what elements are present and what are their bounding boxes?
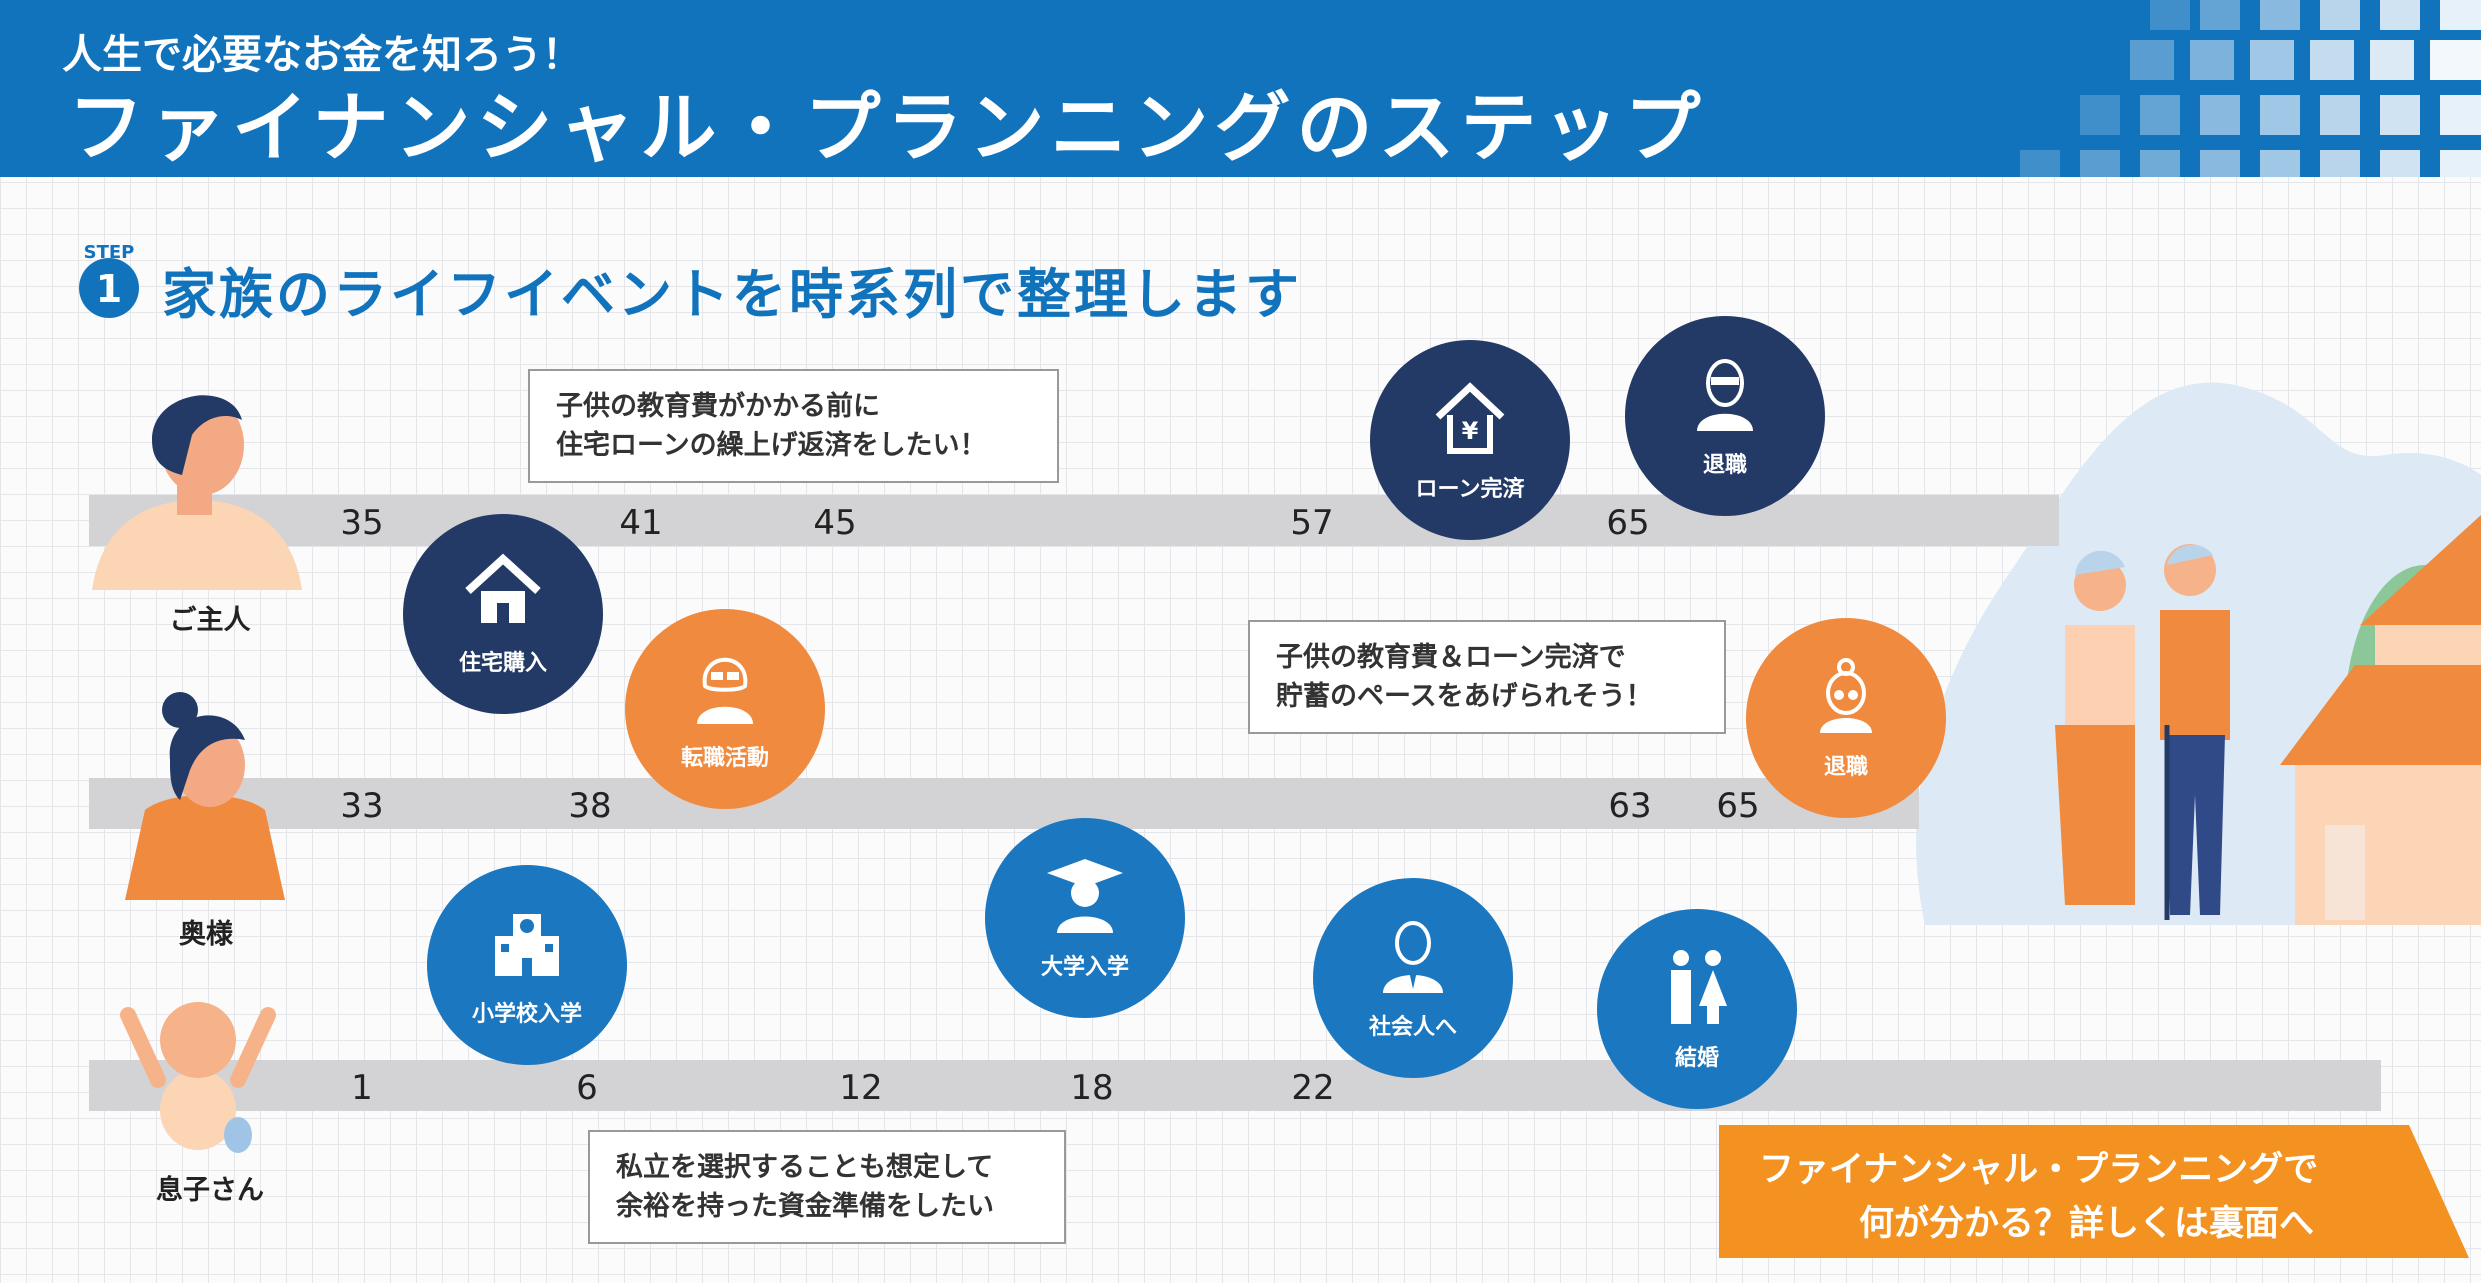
old-woman-icon <box>1820 658 1872 733</box>
age-label: 22 <box>1291 1068 1335 1108</box>
age-label: 57 <box>1290 503 1334 543</box>
event-job-change: 転職活動 <box>625 609 825 809</box>
age-label: 38 <box>568 786 612 826</box>
note-line: 子供の教育費がかかる前に <box>556 391 880 422</box>
note-savings-pace: 子供の教育費＆ローン完済で 貯蓄のペースをあげられそう！ <box>1248 620 1726 735</box>
school-icon <box>495 914 559 976</box>
event-label: 退職 <box>1702 453 1747 478</box>
age-label: 65 <box>1606 503 1650 543</box>
age-label: 1 <box>351 1068 373 1108</box>
husband-avatar <box>92 395 302 590</box>
step-badge-number: 1 <box>96 267 122 311</box>
note-line: 余裕を持った資金準備をしたい <box>616 1191 994 1223</box>
woman-glasses-icon <box>697 657 753 724</box>
son-avatar <box>120 1002 276 1153</box>
see-back-page-banner: ファイナンシャル・プランニングで 何が分かる？詳しくは裏面へ <box>1719 1125 2469 1258</box>
page-title: ファイナンシャル・プランニングのステップ <box>68 83 1707 172</box>
event-label: 結婚 <box>1674 1046 1719 1071</box>
age-label: 63 <box>1608 786 1652 826</box>
banner-line-1: ファイナンシャル・プランニングで <box>1759 1150 2319 1190</box>
age-label: 33 <box>340 786 384 826</box>
banner-line-2: 何が分かる？詳しくは裏面へ <box>1859 1204 2315 1245</box>
step-badge: STEP 1 <box>74 238 144 322</box>
wife-timeline-bar <box>89 778 1919 829</box>
age-label: 35 <box>340 503 384 543</box>
event-elementary-school: 小学校入学 <box>427 865 627 1065</box>
note-line: 住宅ローンの繰上げ返済をしたい！ <box>556 430 987 462</box>
event-loan-paid-off: ¥ ローン完済 <box>1370 340 1570 540</box>
old-man-icon <box>1697 359 1753 431</box>
event-house-purchase: 住宅購入 <box>403 514 603 714</box>
businessman-icon <box>1383 921 1443 993</box>
son-timeline-bar <box>89 1060 2381 1111</box>
graduate-icon <box>1047 859 1123 933</box>
step-title: 家族のライフイベントを時系列で整理します <box>162 263 1302 326</box>
house-icon <box>465 553 541 623</box>
note-loan-prepayment: 子供の教育費がかかる前に 住宅ローンの繰上げ返済をしたい！ <box>528 369 1059 484</box>
event-husband-retirement: 退職 <box>1625 316 1825 516</box>
age-label: 18 <box>1070 1068 1114 1108</box>
person-label-wife: 奥様 <box>179 919 233 950</box>
age-label: 6 <box>576 1068 598 1108</box>
person-label-husband: ご主人 <box>169 605 251 636</box>
event-label: 住宅購入 <box>458 651 547 676</box>
svg-text:¥: ¥ <box>1462 417 1479 445</box>
person-label-son: 息子さん <box>156 1175 264 1206</box>
age-label: 45 <box>813 503 857 543</box>
event-marriage: 結婚 <box>1597 909 1797 1109</box>
age-label: 65 <box>1716 786 1760 826</box>
note-line: 子供の教育費＆ローン完済で <box>1276 642 1626 673</box>
event-label: 退職 <box>1823 755 1868 780</box>
step-badge-label: STEP <box>84 242 135 263</box>
event-university-entry: 大学入学 <box>985 818 1185 1018</box>
header-banner: 人生で必要なお金を知ろう！ ファイナンシャル・プランニングのステップ <box>0 0 2481 177</box>
event-start-work: 社会人へ <box>1313 878 1513 1078</box>
house-yen-icon: ¥ <box>1435 382 1505 454</box>
event-label: 小学校入学 <box>471 1002 582 1027</box>
note-line: 貯蓄のペースをあげられそう！ <box>1276 681 1653 713</box>
wife-avatar <box>125 692 285 900</box>
event-label: 大学入学 <box>1040 955 1129 980</box>
header-subtitle: 人生で必要なお金を知ろう！ <box>62 32 582 78</box>
event-wife-retirement: 退職 <box>1746 618 1946 818</box>
event-label: 転職活動 <box>680 746 769 771</box>
event-label: ローン完済 <box>1415 477 1525 502</box>
event-label: 社会人へ <box>1368 1015 1457 1040</box>
note-private-school: 私立を選択することも想定して 余裕を持った資金準備をしたい <box>588 1130 1066 1245</box>
note-line: 私立を選択することも想定して <box>616 1152 994 1183</box>
couple-icon <box>1671 950 1727 1024</box>
elderly-couple-house-illustration <box>1916 382 2481 925</box>
age-label: 41 <box>619 503 663 543</box>
age-label: 12 <box>839 1068 883 1108</box>
